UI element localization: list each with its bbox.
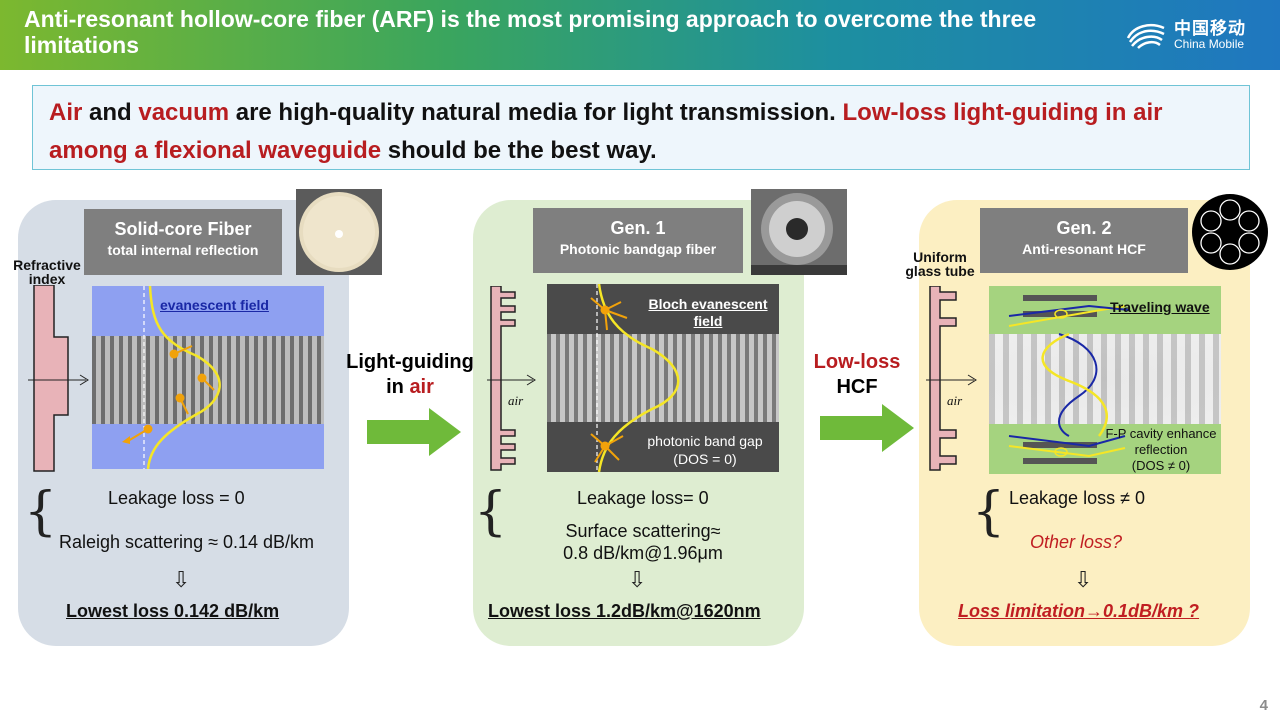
pbg-gap-label: photonic band gap (DOS = 0) [630,432,780,468]
gen2-air-label: air [947,393,963,408]
gen1-leakage-note: Leakage loss= 0 [577,488,709,508]
intro-text-4: are high-quality natural media for light… [229,99,843,126]
bloch-field-label: Bloch evanescent field [648,296,768,329]
solid-core-title: Solid-core Fiber [114,219,252,239]
arrow2-line2: HCF [836,376,878,398]
solid-scattering-note: Raleigh scattering ≈ 0.14 dB/km [59,532,315,552]
intro-air: Air [49,99,83,126]
gen2-leakage-note: Leakage loss ≠ 0 [1009,488,1145,508]
gen1-title-box: Gen. 1 Photonic bandgap fiber [533,208,743,273]
gen2-subtitle: Anti-resonant HCF [1022,241,1146,257]
gen1-lowest-loss: Lowest loss 1.2dB/km@1620nm [488,601,761,621]
arrow2-icon [820,404,914,452]
refractive-index-profile [28,285,89,472]
solid-down-arrow-icon: ⇩ [172,567,191,592]
solid-leakage-note: Leakage loss = 0 [108,488,245,508]
arf-diagram [989,286,1221,474]
gen1-scattering-line1: Surface scattering≈ [565,521,721,541]
gen2-down-arrow-icon: ⇩ [1074,567,1093,592]
arf-index-profile [926,286,977,471]
gen1-brace: { [474,482,508,542]
pbg-dos-text: (DOS = 0) [673,451,737,467]
intro-low-loss: Low-loss light-guiding in air among a fl… [49,99,1163,164]
intro-vacuum: vacuum [138,99,230,126]
arf-cross-section-icon [1192,194,1268,270]
arrow2-line1: Low-loss [813,351,901,373]
gen2-other-loss-note: Other loss? [1030,532,1123,552]
arrow1-line1: Light-guiding [346,351,474,373]
header-bar: Anti-resonant hollow-core fiber (ARF) is… [0,0,1280,70]
solid-fiber-photo [296,189,382,275]
gen1-scattering-line2: 0.8 dB/km@1.96μm [563,543,723,563]
company-logo: 中国移动 China Mobile [1124,18,1246,52]
intro-box: Air and vacuum are high-quality natural … [32,85,1250,170]
solid-core-title-box: Solid-core Fiber total internal reflecti… [84,209,282,275]
pbg-diagram [547,284,779,472]
fp-dos-text: (DOS ≠ 0) [1131,458,1191,473]
solid-core-subtitle: total internal reflection [107,242,259,258]
gen1-air-label: air [508,393,524,408]
evanescent-field-label: evanescent field [160,297,269,313]
intro-text-2: and [82,99,139,126]
page-number: 4 [1259,697,1268,714]
gen2-title: Gen. 2 [1056,218,1112,238]
gen1-scattering-note: Surface scattering≈ 0.8 dB/km@1.96μm [548,520,738,564]
pbg-index-profile [487,286,536,471]
intro-text-6: should be the best way. [381,137,657,164]
intro-statement: Air and vacuum are high-quality natural … [49,94,1233,170]
logo-text-cn: 中国移动 [1174,18,1246,38]
gen1-down-arrow-icon: ⇩ [628,567,647,592]
refractive-index-label: Refractive index [13,257,81,287]
uniform-tube-label: Uniform glass tube [905,249,975,279]
pbg-gap-text: photonic band gap [647,433,763,449]
gen2-brace: { [972,482,1006,542]
gen1-title: Gen. 1 [610,218,666,238]
logo-text-en: China Mobile [1174,36,1245,51]
gen2-title-box: Gen. 2 Anti-resonant HCF [980,208,1188,273]
arrow1-line2a: in [386,376,410,398]
arrow1-icon [367,408,461,456]
slide-title: Anti-resonant hollow-core fiber (ARF) is… [24,6,1037,58]
pbg-fiber-photo [751,189,847,275]
gen1-subtitle: Photonic bandgap fiber [559,241,717,257]
fp-cavity-label: F-P cavity enhance reflection (DOS ≠ 0) [1093,426,1229,474]
fp-cavity-text: F-P cavity enhance reflection [1105,426,1217,457]
gen2-loss-limitation: Loss limitation→0.1dB/km ? [958,601,1200,621]
solid-brace: { [24,482,58,542]
arrow1-line2b: air [409,376,434,398]
china-mobile-logo-icon [1126,24,1165,49]
solid-core-diagram [92,286,324,469]
traveling-wave-label: Traveling wave [1110,299,1210,315]
solid-lowest-loss: Lowest loss 0.142 dB/km [66,601,280,621]
arrow1-label: Light-guiding in air [335,350,485,400]
arrow2-label: Low-loss HCF [802,350,912,400]
